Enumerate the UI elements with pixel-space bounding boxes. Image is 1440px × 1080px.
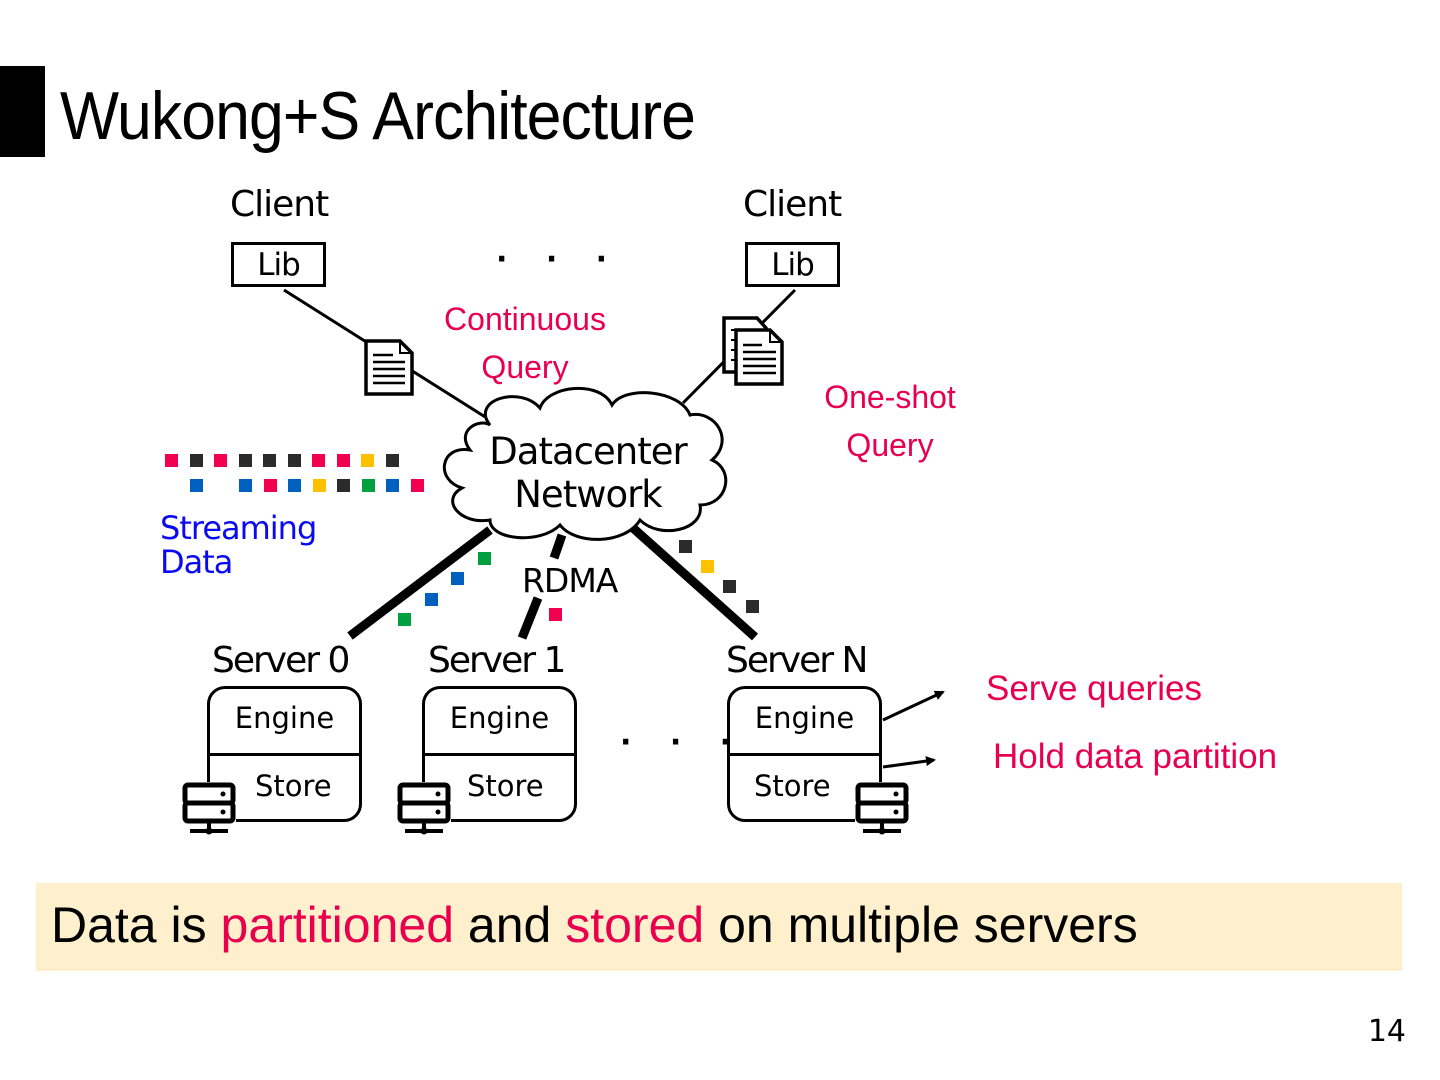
serverN-link [630, 524, 758, 641]
packet-square-pink [312, 454, 325, 467]
packet-square-dark [189, 454, 203, 467]
clients-ellipsis: · · · [496, 242, 622, 277]
client-label: Client [743, 184, 842, 225]
summary-highlight: stored [565, 897, 705, 953]
packet-square-yellow [361, 454, 374, 467]
page-number: 14 [1367, 1014, 1406, 1049]
packet-square-dark [337, 479, 350, 492]
server-box: Engine Store [422, 686, 577, 822]
oneshot-query-label: One-shot Query [824, 379, 956, 463]
packet-square-dark [287, 454, 301, 467]
server-divider [730, 753, 879, 756]
packet-square-blue [190, 479, 203, 492]
packet-square-pink [549, 608, 562, 621]
slide-title: Wukong+S Architecture [60, 78, 696, 154]
packet-square-dark [263, 454, 276, 467]
engine-label: Engine [234, 701, 335, 735]
packet-square-green [361, 479, 375, 492]
server1-link-top [549, 533, 567, 560]
client-label: Client [230, 184, 329, 225]
hold-partition-arrow [882, 756, 936, 769]
packet-square-blue [239, 479, 252, 492]
packet-square-blue [451, 572, 464, 585]
streaming-data-label: Streaming Data [160, 509, 317, 581]
packet-square-blue [288, 479, 301, 492]
engine-label: Engine [449, 701, 550, 735]
rdma-label: RDMA [522, 561, 618, 600]
packet-square-yellow [312, 479, 326, 492]
packet-square-pink [336, 454, 350, 467]
documents-icon [722, 316, 784, 386]
store-label: Store [754, 769, 831, 803]
packet-square-pink [410, 479, 424, 492]
servers-ellipsis: · · · [620, 725, 746, 760]
server1-link-bottom [517, 596, 543, 640]
summary-segment: and [454, 897, 566, 953]
packet-square-dark [238, 454, 252, 467]
packet-square-pink [263, 479, 277, 492]
packet-square-blue [425, 593, 438, 606]
server0-link [347, 526, 493, 640]
packet-square-dark [746, 600, 759, 613]
hold-data-partition-label: Hold data partition [993, 737, 1278, 776]
summary-segment: Data is [51, 897, 221, 953]
server-divider [425, 753, 574, 756]
packet-square-pink [214, 454, 227, 467]
server-label: Server N [726, 640, 868, 681]
packet-square-dark [723, 580, 736, 593]
packet-square-yellow [701, 560, 714, 573]
packet-square-green [398, 613, 411, 626]
packet-square-dark [385, 454, 399, 467]
engine-label: Engine [754, 701, 855, 735]
client-lib-box: Lib [231, 242, 326, 287]
serve-queries-label: Serve queries [986, 669, 1202, 708]
summary-banner: Data is partitioned and stored on multip… [36, 883, 1402, 971]
datacenter-network-label: Datacenter Network [489, 430, 687, 516]
store-label: Store [255, 769, 332, 803]
server-divider [210, 753, 359, 756]
architecture-diagram: Client Lib Client Lib · · · Continuous Q… [160, 184, 1278, 880]
packet-square-green [478, 552, 491, 565]
store-label: Store [467, 769, 544, 803]
client-lib-box: Lib [745, 242, 840, 287]
server-label: Server 1 [428, 640, 566, 681]
document-icon [364, 339, 414, 396]
title-accent-bar [0, 66, 45, 157]
datacenter-cloud [443, 386, 728, 541]
continuous-query-label: Continuous Query [444, 301, 606, 385]
packet-square-dark [679, 540, 692, 553]
server-box: Engine Store [207, 686, 362, 822]
packet-square-blue [386, 479, 399, 492]
server-label: Server 0 [212, 640, 350, 681]
diagram-graphics [283, 288, 945, 769]
packet-square-pink [165, 454, 178, 467]
summary-segment: on multiple servers [704, 897, 1138, 953]
summary-highlight: partitioned [220, 897, 455, 953]
serve-queries-arrow [882, 690, 945, 722]
summary-text: Data is partitioned and stored on multip… [51, 895, 1138, 955]
server-box: Engine Store [727, 686, 882, 822]
